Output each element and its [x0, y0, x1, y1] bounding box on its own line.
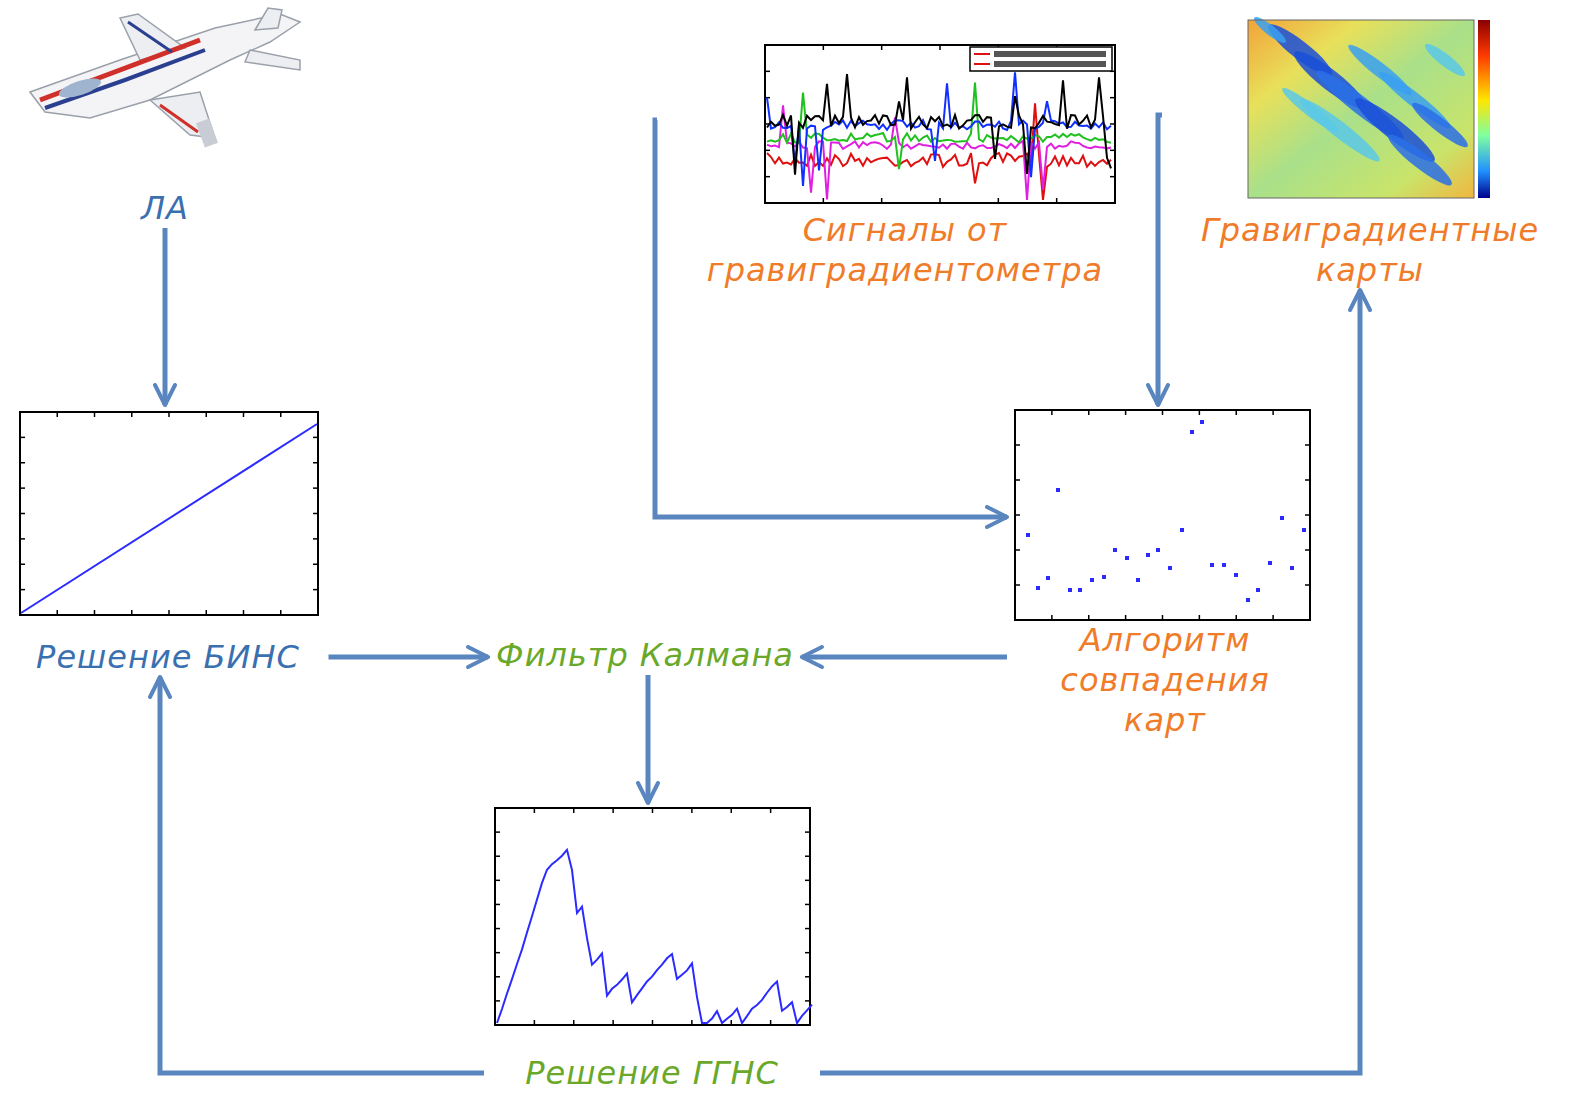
aircraft-picture: [30, 8, 300, 148]
signals-node: Сигналы от гравиградиентометра: [657, 38, 1153, 290]
flow-arrow: [820, 290, 1360, 1073]
picture-area: [484, 803, 820, 1053]
node-label: Решение ГГНС: [525, 1053, 779, 1093]
flow-arrow: [1158, 115, 1162, 405]
picture-area: [1007, 405, 1323, 620]
flow-arrow: [329, 655, 489, 660]
flow-arrow: [802, 655, 1007, 660]
ggns-node: Решение ГГНС: [484, 803, 820, 1093]
signals-plot: [765, 45, 1115, 203]
matching-node: Алгоритм совпадения карт: [1007, 405, 1323, 740]
gradient-map: [1248, 14, 1490, 198]
flow-arrow: [160, 677, 484, 1073]
flow-arrow: [655, 120, 1007, 517]
picture-area: [8, 405, 329, 637]
maps-node: Гравиградиентные карты: [1162, 15, 1578, 290]
flow-arrow: [646, 675, 651, 803]
picture-area: [17, 8, 313, 188]
node-label: Фильтр Калмана: [496, 635, 794, 675]
node-label: Сигналы от гравиградиентометра: [665, 210, 1145, 290]
bins-plot: [20, 412, 318, 615]
node-label: ЛА: [141, 188, 189, 228]
node-label: Решение БИНС: [36, 637, 300, 677]
flow-arrow: [163, 228, 168, 405]
aircraft-node: ЛА: [17, 8, 313, 228]
bins-node: Решение БИНС: [8, 405, 329, 677]
ggns-plot: [495, 808, 812, 1025]
picture-area: [1162, 15, 1578, 210]
matching-plot: [1015, 410, 1310, 620]
picture-area: [657, 38, 1153, 210]
node-label: Гравиградиентные карты: [1170, 210, 1570, 290]
node-label: Алгоритм совпадения карт: [1035, 620, 1295, 740]
kalman-node: Фильтр Калмана: [488, 635, 802, 675]
